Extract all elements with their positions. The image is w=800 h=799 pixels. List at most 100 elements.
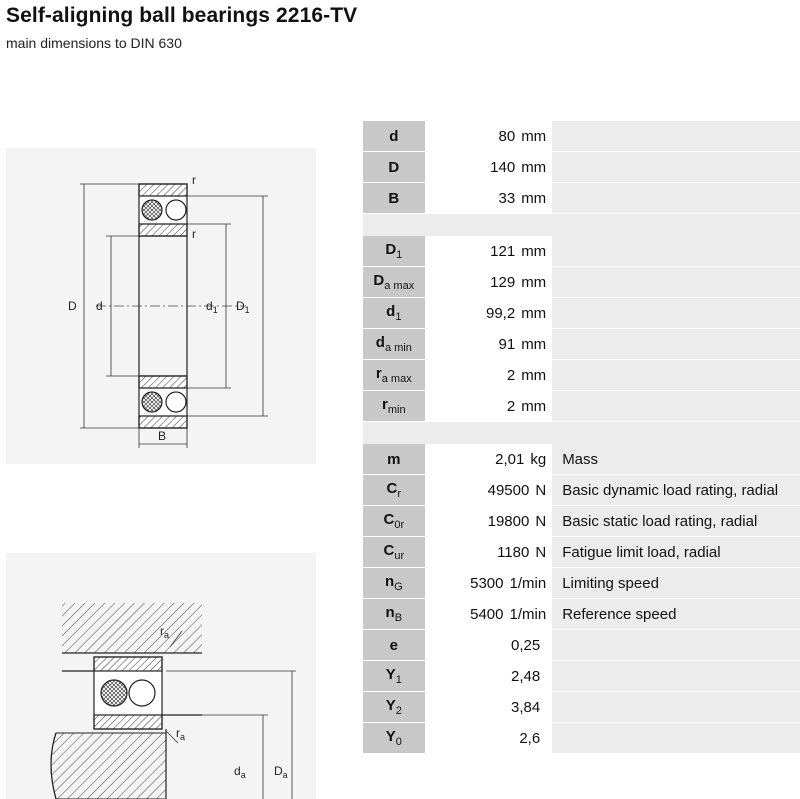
spec-description: Limiting speed [552,567,800,599]
spec-unit: 1/min [509,605,547,623]
label-D: D [68,299,77,313]
spec-description [552,722,800,754]
spec-description: Mass [552,444,800,475]
label-Da: Da [274,764,288,780]
spec-description [552,359,800,391]
spec-symbol: da min [363,328,425,360]
group-separator [363,213,800,236]
page-subtitle: main dimensions to DIN 630 [6,35,182,51]
spec-description [552,328,800,360]
label-ra-top: ra [160,624,169,640]
page-title: Self-aligning ball bearings 2216-TV [6,4,358,27]
spec-description [552,266,800,298]
spec-symbol: D1 [363,236,425,267]
spec-symbol: C0r [363,505,425,537]
spec-description [552,151,800,183]
spec-symbol: D [363,151,425,183]
spec-unit: mm [521,127,547,145]
label-D1: D1 [236,299,250,315]
spec-symbol: d [363,121,425,152]
spec-description [552,236,800,267]
spec-unit: mm [521,242,547,260]
spec-symbol: ra max [363,359,425,391]
spec-description [552,297,800,329]
spec-value: 2,6 [424,722,553,754]
spec-symbol: Cr [363,474,425,506]
spec-symbol: rmin [363,390,425,422]
spec-value: 3,84 [424,691,553,723]
label-r-inner: r [192,227,196,241]
label-B: B [158,429,166,443]
spec-unit: N [535,481,547,499]
spec-description: Basic static load rating, radial [552,505,800,537]
spec-symbol: Y1 [363,660,425,692]
spec-description: Fatigue limit load, radial [552,536,800,568]
spec-symbol: d1 [363,297,425,329]
label-r-outer: r [192,173,196,187]
spec-description [552,660,800,692]
spec-value: 2,48 [424,660,553,692]
spec-description [552,629,800,661]
spec-description: Basic dynamic load rating, radial [552,474,800,506]
spec-unit: mm [521,158,547,176]
label-ra-bottom: ra [176,726,185,742]
spec-value: 0,25 [424,629,553,661]
spec-unit: mm [521,366,547,384]
label-d1: d1 [206,299,218,315]
spec-unit: 1/min [509,574,547,592]
spec-description [552,691,800,723]
spec-description: Reference speed [552,598,800,630]
label-d: d [96,299,103,313]
spec-description [552,182,800,214]
label-da: da [234,764,246,780]
spec-unit: mm [521,335,547,353]
mounting-dimension-svg: ra ra da Da [50,603,296,799]
spec-symbol: m [363,444,425,475]
spec-description [552,390,800,422]
spec-unit: mm [521,397,547,415]
spec-symbol: Y0 [363,722,425,754]
spec-symbol: nG [363,567,425,599]
spec-unit: mm [521,273,547,291]
spec-unit: N [535,512,547,530]
spec-unit: mm [521,189,547,207]
spec-symbol: Y2 [363,691,425,723]
spec-symbol: Cur [363,536,425,568]
spec-unit: mm [521,304,547,322]
spec-symbol: Da max [363,266,425,298]
spec-description [552,121,800,152]
spec-symbol: nB [363,598,425,630]
group-separator [363,421,800,444]
spec-symbol: B [363,182,425,214]
